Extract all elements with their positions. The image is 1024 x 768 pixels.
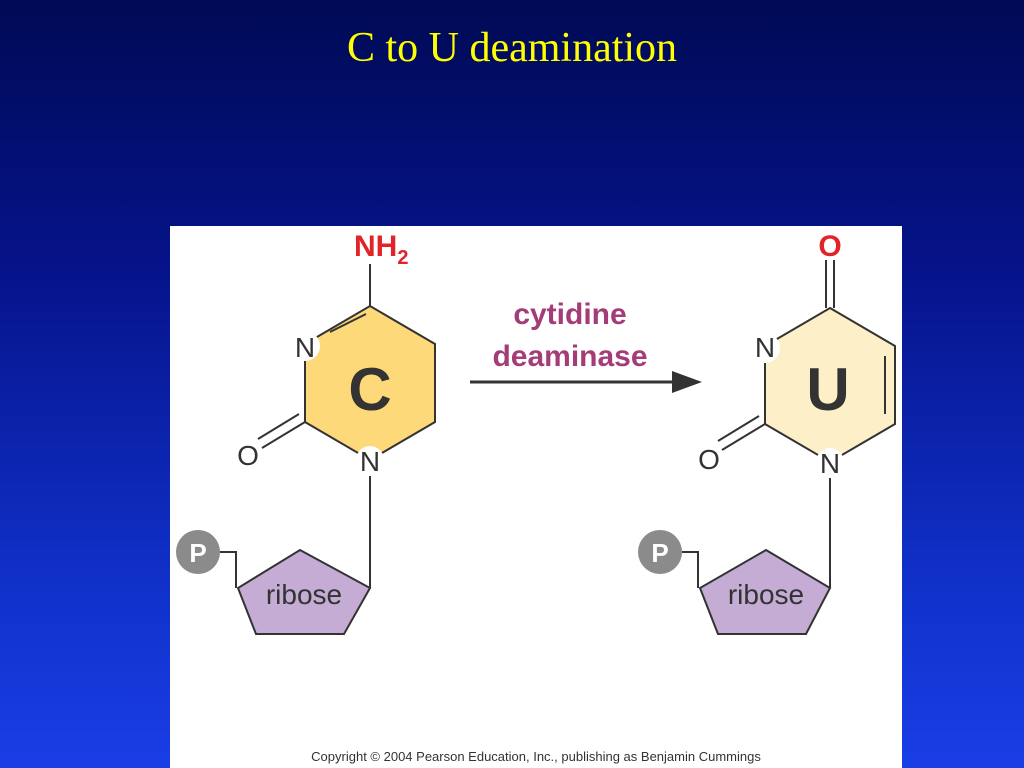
cytosine-n3-patch: [290, 331, 320, 361]
cytosine-phosphate-bond: [220, 551, 237, 588]
enzyme-label-line2: deaminase: [492, 340, 647, 373]
cytosine-nucleotide: NH2 N C N O ribose P: [176, 230, 436, 635]
cytosine-oxygen-label: O: [237, 440, 259, 471]
enzyme-label-line1: cytidine: [513, 298, 626, 331]
uracil-ribose: [698, 548, 832, 635]
uracil-oxygen-bottom-label: O: [698, 444, 720, 475]
cytosine-ribose-label: ribose: [266, 579, 342, 610]
enzyme-reaction: cytidine deaminase: [470, 298, 702, 393]
uracil-n3-patch: [750, 333, 780, 363]
uracil-n1-patch: [816, 448, 844, 476]
cytosine-amino-label: NH2: [354, 230, 408, 269]
cytosine-n1-patch: [356, 446, 384, 474]
uracil-n3-label: N: [755, 332, 775, 363]
cytosine-ribose: [236, 548, 372, 635]
cytosine-n1-label: N: [360, 446, 380, 477]
copyright-notice: Copyright © 2004 Pearson Education, Inc.…: [311, 749, 761, 764]
deamination-figure: NH2 N C N O ribose P cytidine deaminase: [170, 226, 902, 768]
cytosine-carbonyl-bond-2: [257, 413, 300, 440]
cytosine-phosphate-label: P: [189, 538, 206, 568]
cytosine-n3-label: N: [295, 332, 315, 363]
uracil-nucleotide: O N U N O ribose P: [638, 230, 896, 635]
uracil-n1-label: N: [820, 448, 840, 479]
deamination-diagram: NH2 N C N O ribose P cytidine deaminase: [176, 230, 896, 635]
cytosine-letter: C: [348, 356, 391, 423]
uracil-carbonyl-bond-1: [721, 423, 766, 451]
uracil-phosphate-bond: [682, 551, 699, 588]
amino-subscript: 2: [397, 247, 408, 269]
uracil-phosphate: [638, 530, 682, 574]
slide-title: C to U deamination: [346, 25, 678, 71]
cytosine-double-bond: [329, 313, 367, 333]
uracil-carbonyl-bond-2: [717, 415, 760, 442]
uracil-phosphate-label: P: [651, 538, 668, 568]
cytosine-carbonyl-bond-1: [261, 421, 306, 449]
uracil-oxygen-label: O: [818, 230, 841, 263]
reaction-arrow-head: [672, 371, 702, 393]
uracil-letter: U: [806, 356, 849, 423]
cytosine-phosphate: [176, 530, 220, 574]
uracil-ribose-label: ribose: [728, 579, 804, 610]
amino-nh: NH: [354, 230, 397, 263]
